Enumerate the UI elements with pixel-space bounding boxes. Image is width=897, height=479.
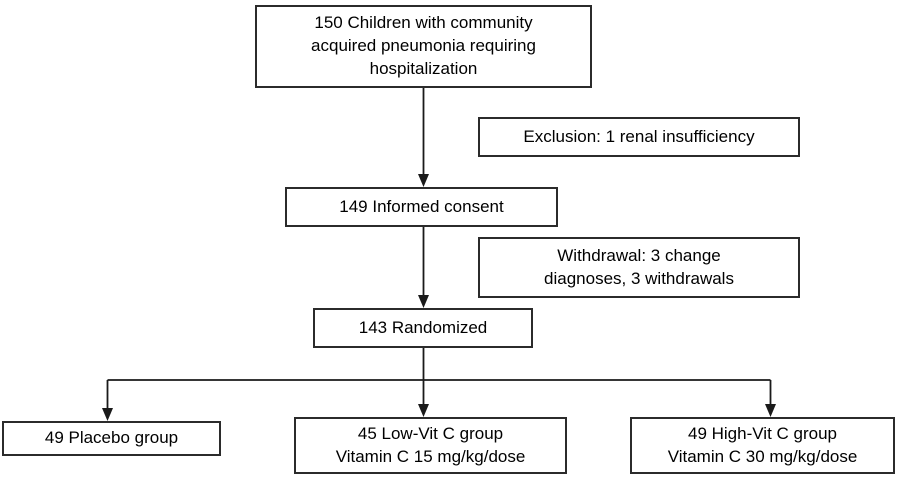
arrowhead-placebo bbox=[102, 408, 113, 421]
arrowhead-high-vit-c bbox=[765, 404, 776, 417]
arrowhead-low-vit-c bbox=[418, 404, 429, 417]
high-vit-c-group-box: 49 High-Vit C group Vitamin C 30 mg/kg/d… bbox=[630, 417, 895, 474]
enrollment-box: 150 Children with community acquired pne… bbox=[255, 5, 592, 88]
placebo-group-box: 49 Placebo group bbox=[2, 421, 221, 456]
arrowhead-consent bbox=[418, 174, 429, 187]
withdrawal-box: Withdrawal: 3 change diagnoses, 3 withdr… bbox=[478, 237, 800, 298]
arrowhead-randomized bbox=[418, 295, 429, 308]
low-vit-c-group-box: 45 Low-Vit C group Vitamin C 15 mg/kg/do… bbox=[294, 417, 567, 474]
exclusion-box: Exclusion: 1 renal insufficiency bbox=[478, 117, 800, 157]
randomized-box: 143 Randomized bbox=[313, 308, 533, 348]
informed-consent-box: 149 Informed consent bbox=[285, 187, 558, 227]
